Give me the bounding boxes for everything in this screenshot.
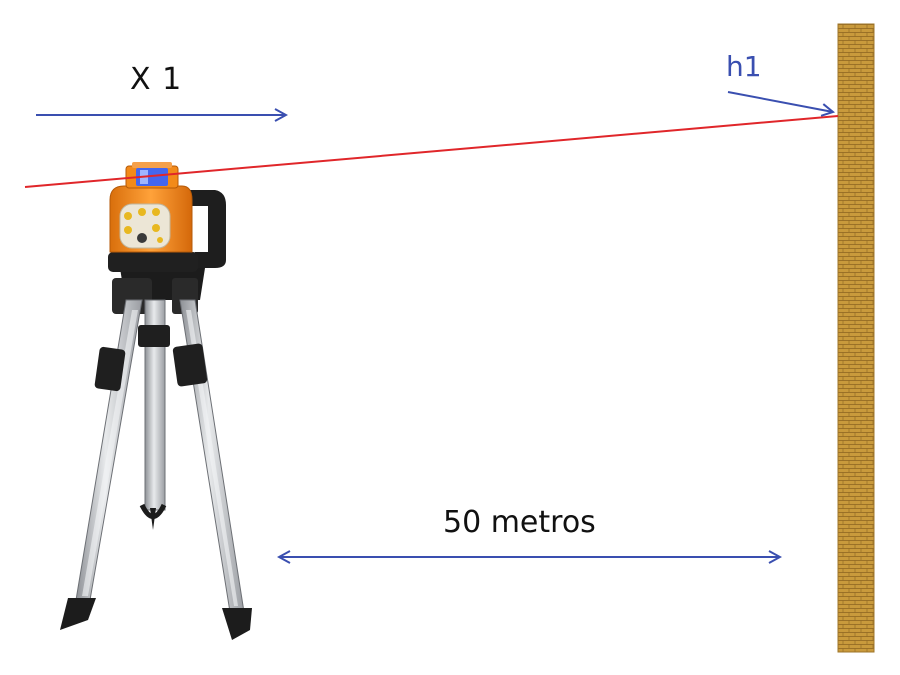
height-pointer-arrow [727,91,833,112]
distance-label: 50 metros [443,505,596,540]
tripod-icon [60,268,252,640]
laser-beam [24,115,839,188]
rotary-laser-level-icon [108,162,226,272]
height-label: h1 [726,50,762,83]
offset-label: X 1 [130,62,183,97]
wall [837,23,875,653]
